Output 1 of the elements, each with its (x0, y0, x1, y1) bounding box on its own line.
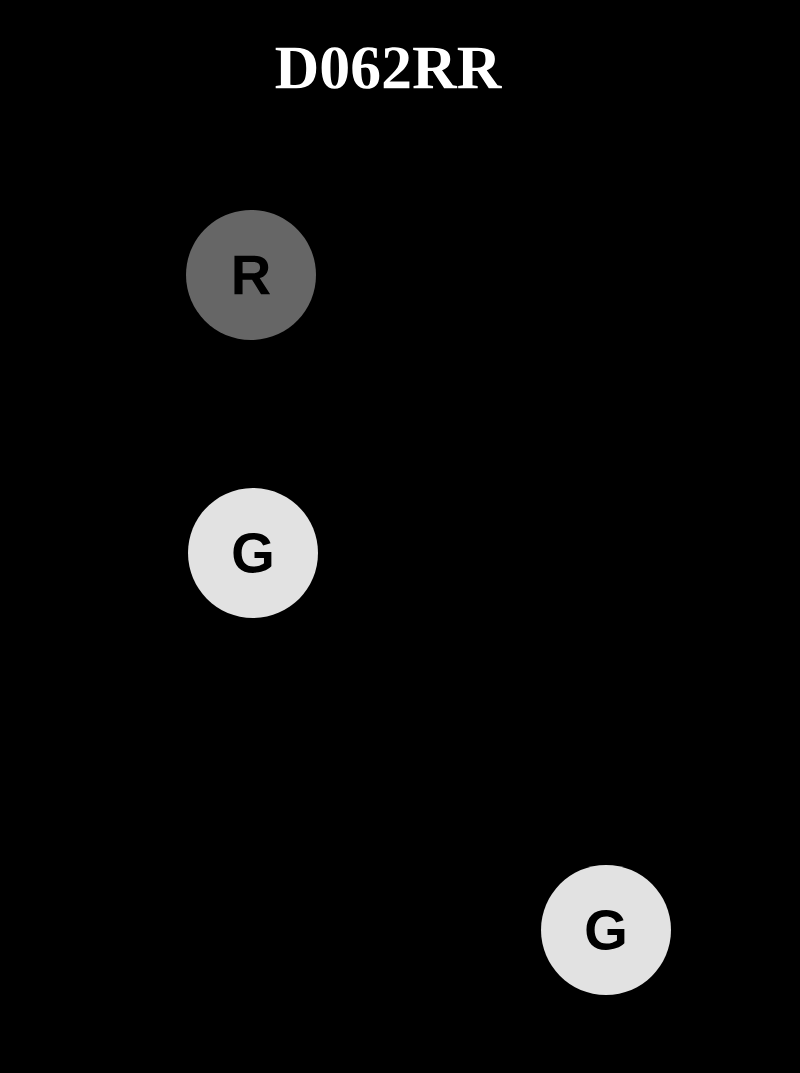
title: D062RR (275, 47, 502, 89)
